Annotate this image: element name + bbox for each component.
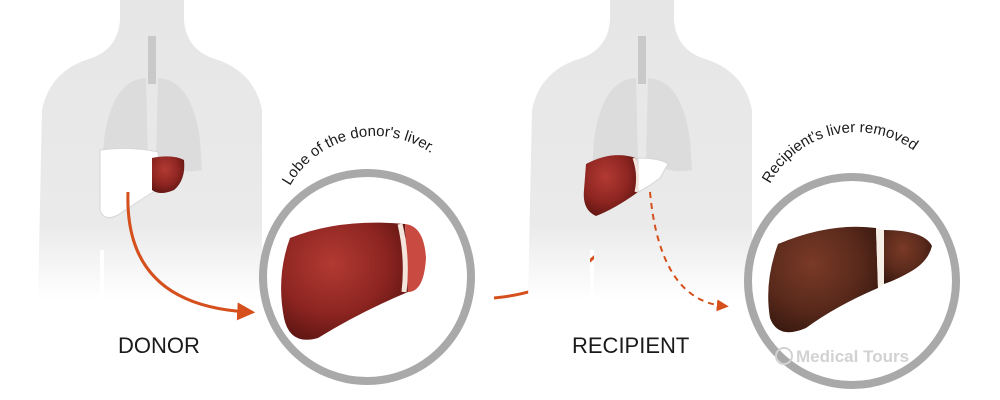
donor-lobe-liver [281,222,408,340]
donor-lobe-cut-surface [405,224,426,292]
removed-liver-right-lobe [884,230,932,284]
donor-right-lung [156,78,202,172]
donor-lobe-circle [259,169,475,385]
recipient-liver-remainder [637,157,669,193]
removed-liver-cut-band [876,228,884,288]
donor-liver-lobe [152,156,185,193]
donor-torso [38,0,262,300]
watermark: Medical Tours [775,347,909,366]
removal-arrow [649,191,729,312]
recipient-right-lung [646,78,692,172]
recipient-liver-cut-edge [632,157,640,193]
donor-liver-outline [99,147,161,219]
donor-label: DONOR [118,333,200,358]
donor-left-lung [102,78,148,172]
recipient-liver [583,155,638,216]
recipient-torso [528,0,752,300]
watermark-text: Medical Tours [796,347,909,366]
watermark-logo-icon [775,347,793,365]
recipient-removed-circle [744,173,960,389]
donor-arrow [126,191,256,321]
donor-lobe-cut-edge [397,223,408,293]
recipient-trachea [638,36,646,84]
recipient-label: RECIPIENT [572,333,689,358]
donor-trachea [148,36,156,84]
removed-liver [768,226,878,333]
recipient-left-lung [592,78,638,172]
